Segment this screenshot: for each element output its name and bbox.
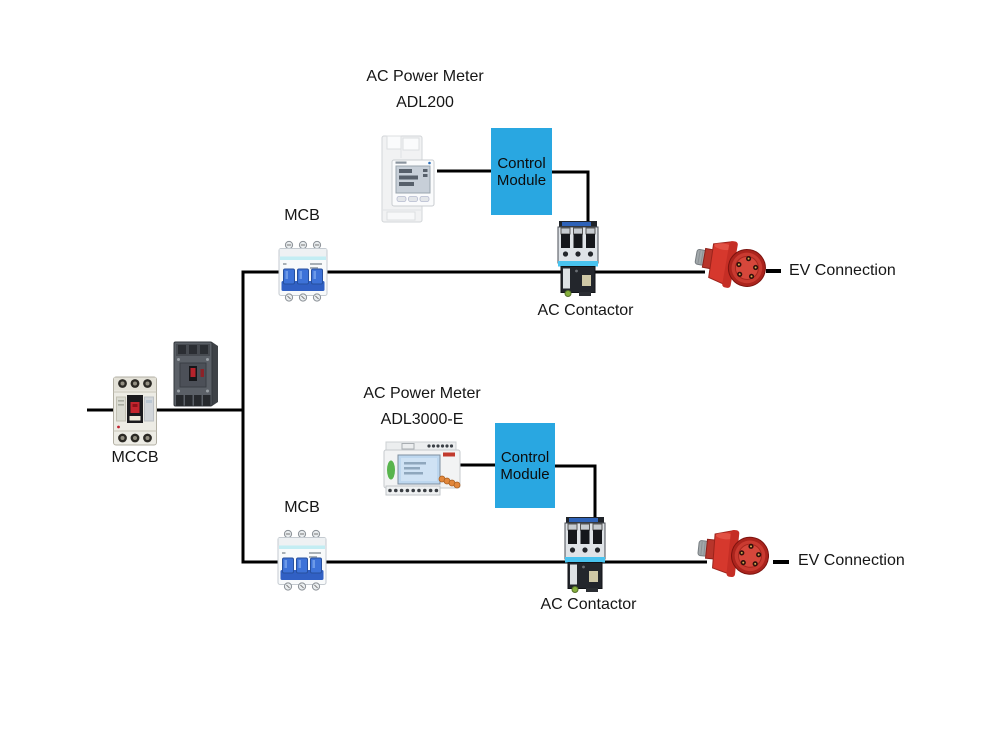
ac-contactor-label-top: AC Contactor <box>537 302 634 319</box>
ev-connection-label-top: EV Connection <box>789 262 896 279</box>
ev-connection-label-bottom: EV Connection <box>798 552 905 569</box>
meter-model-top: ADL200 <box>396 94 454 111</box>
adl200-meter-icon <box>381 135 435 223</box>
control-module-label-line2: Module <box>500 465 550 483</box>
ac-contactor-icon <box>557 221 599 297</box>
control-module-box-top: Control Module <box>491 128 552 215</box>
ev-plug-icon <box>694 241 766 288</box>
adl3000e-meter-icon <box>383 441 461 496</box>
mccb-3d-device-icon <box>173 341 218 407</box>
mcb-device-icon <box>278 240 328 302</box>
mccb-device-icon <box>113 376 157 446</box>
mcb-label-bottom: MCB <box>284 499 320 516</box>
ac-contactor-icon <box>564 517 606 593</box>
wire-ctrl-contactor-top <box>552 170 590 240</box>
meter-title-bottom: AC Power Meter <box>363 385 481 402</box>
mcb-label-top: MCB <box>284 207 320 224</box>
wire-ctrl-contactor-bottom <box>555 464 597 530</box>
control-module-box-bottom: Control Module <box>495 423 555 508</box>
meter-model-bottom: ADL3000-E <box>380 411 464 428</box>
ev-plug-icon <box>697 529 769 578</box>
control-module-label-line2: Module <box>496 171 547 189</box>
control-module-label-line1: Control <box>497 154 546 172</box>
control-module-label-line1: Control <box>500 448 550 466</box>
meter-title-top: AC Power Meter <box>366 68 484 85</box>
ac-contactor-label-bottom: AC Contactor <box>540 596 637 613</box>
mcb-device-icon <box>277 529 327 591</box>
mccb-label: MCCB <box>111 449 159 466</box>
